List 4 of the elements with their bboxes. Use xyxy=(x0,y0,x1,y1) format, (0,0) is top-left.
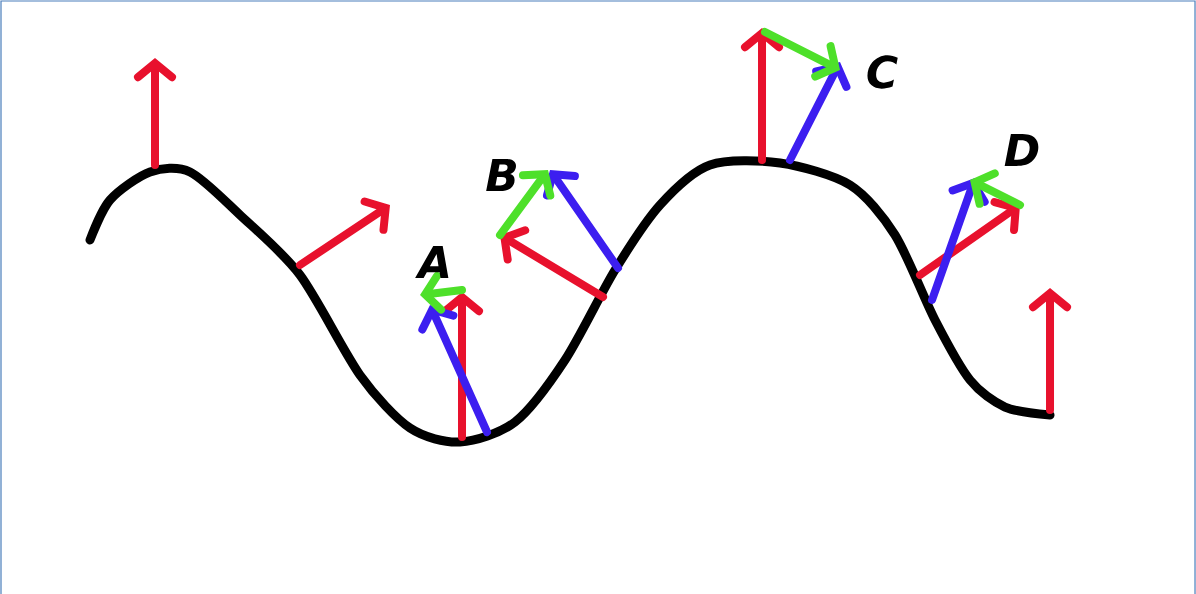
point-label: B xyxy=(486,158,516,192)
point-label: D xyxy=(1004,133,1039,167)
point-label: A xyxy=(415,245,449,279)
point-label: C xyxy=(867,55,898,89)
